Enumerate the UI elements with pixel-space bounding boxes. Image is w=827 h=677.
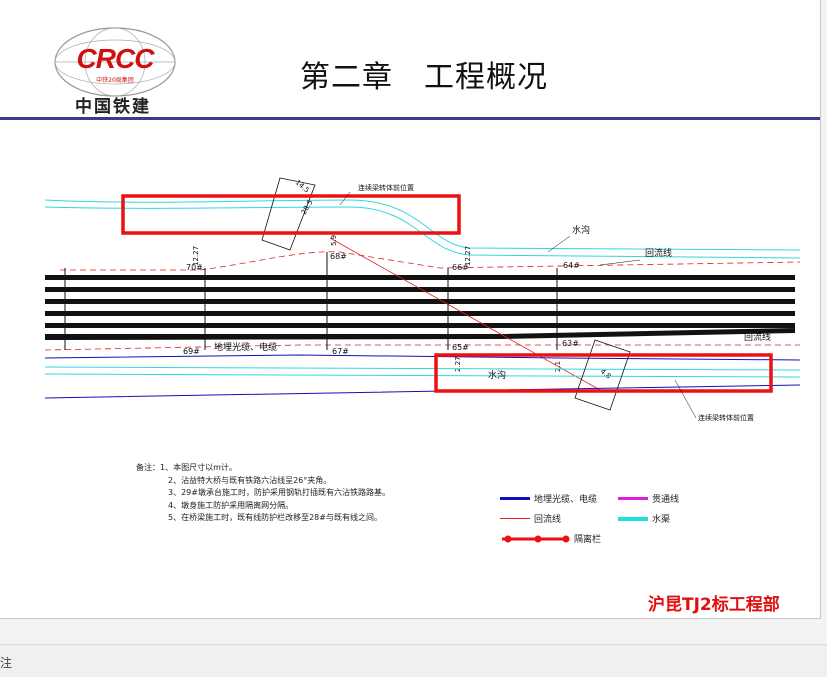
logo-name: 中国铁建 bbox=[75, 97, 151, 117]
legend-swatch bbox=[500, 497, 530, 500]
legend-item: 回流线 bbox=[500, 512, 561, 525]
pier-label: 63# bbox=[562, 339, 579, 348]
legend-label: 地埋光缆、电缆 bbox=[534, 495, 598, 505]
cable-label: 地埋光缆、电缆 bbox=[214, 341, 277, 353]
cable-line bbox=[44, 354, 801, 361]
highlight-box-bottom bbox=[434, 353, 773, 393]
note-line: 2、沾益特大桥与既有铁路六沾线呈26°夹角。 bbox=[168, 475, 332, 485]
logo-text: CRCC bbox=[77, 43, 156, 74]
return-line-label-right: 回流线 bbox=[744, 331, 771, 343]
status-bar: 注 bbox=[0, 644, 827, 677]
callout-bottom: 连续梁转体前位置 bbox=[698, 413, 754, 422]
notes-label[interactable]: 注 bbox=[0, 656, 13, 670]
fence-swatch bbox=[502, 535, 570, 542]
pier-label: 68# bbox=[330, 252, 347, 261]
legend-swatch bbox=[618, 516, 648, 521]
pier-label: 67# bbox=[332, 347, 349, 356]
legend-item: 隔离栏 bbox=[500, 532, 601, 545]
pier-label: 65# bbox=[452, 343, 469, 352]
title-rule bbox=[0, 117, 820, 120]
note-line: 3、29#墩承台施工时，防护采用钢轨打插既有六沾铁路路基。 bbox=[168, 488, 390, 497]
dim-label: 12.27 bbox=[464, 246, 472, 266]
legend-swatch bbox=[618, 497, 648, 500]
return-line-label-top: 回流线 bbox=[645, 247, 672, 259]
ditch-label-bottom: 水沟 bbox=[488, 369, 506, 381]
note-line: 5、在桥梁施工时，既有线防护栏改移至28#与既有线之间。 bbox=[168, 513, 382, 522]
pier-label: 69# bbox=[183, 347, 200, 356]
dim-label: 2.27 bbox=[454, 356, 462, 372]
return-line-bottom bbox=[44, 344, 800, 351]
dim-label: 5.9 bbox=[330, 235, 338, 246]
note-line: 4、墩身施工防护采用隔离网分隔。 bbox=[168, 500, 294, 510]
railway-tracks bbox=[45, 275, 795, 340]
dim-label: 14.5 bbox=[294, 178, 311, 194]
company-name: 沪昆TJ2标工程部 bbox=[648, 595, 780, 615]
water-channel-top bbox=[44, 199, 801, 251]
legend-label: 回流线 bbox=[534, 515, 562, 525]
legend-item: 地埋光缆、电缆 bbox=[500, 492, 597, 505]
page-title: 第二章 工程概况 bbox=[300, 60, 548, 95]
legend-label: 贯通线 bbox=[652, 495, 680, 505]
notes: 备注：1、本图尺寸以m计。 2、沾益特大桥与既有铁路六沾线呈26°夹角。 3、2… bbox=[136, 462, 390, 525]
dim-label: 2.1 bbox=[554, 361, 562, 372]
legend-label: 水渠 bbox=[652, 515, 671, 525]
legend-item: 水渠 bbox=[618, 512, 670, 525]
highlight-box-top bbox=[121, 194, 461, 235]
dim-label: 12.27 bbox=[192, 246, 200, 266]
note-head: 备注：1、本图尺寸以m计。 bbox=[136, 463, 237, 472]
pier-label: 64# bbox=[563, 261, 580, 270]
ditch-label-top: 水沟 bbox=[572, 224, 590, 236]
legend-swatch bbox=[500, 518, 530, 519]
return-line-top bbox=[60, 251, 801, 271]
slide: CRCC 中铁20局集团 中国铁建 第二章 工程概况 bbox=[0, 0, 821, 619]
legend-item: 贯通线 bbox=[618, 492, 679, 505]
logo-subtext: 中铁20局集团 bbox=[96, 76, 134, 84]
crcc-logo: CRCC 中铁20局集团 bbox=[54, 27, 176, 97]
site-plan-drawing: 70# 68# 66# 64# 69# 67# 65# 63# 12.27 5.… bbox=[44, 177, 801, 422]
pier-label: 66# bbox=[452, 263, 469, 272]
legend: 地埋光缆、电缆 贯通线 回流线 水渠 隔离栏 bbox=[500, 492, 750, 552]
pier-label: 70# bbox=[186, 263, 203, 272]
legend-label: 隔离栏 bbox=[574, 535, 602, 545]
callout-top: 连续梁转体前位置 bbox=[358, 183, 414, 192]
